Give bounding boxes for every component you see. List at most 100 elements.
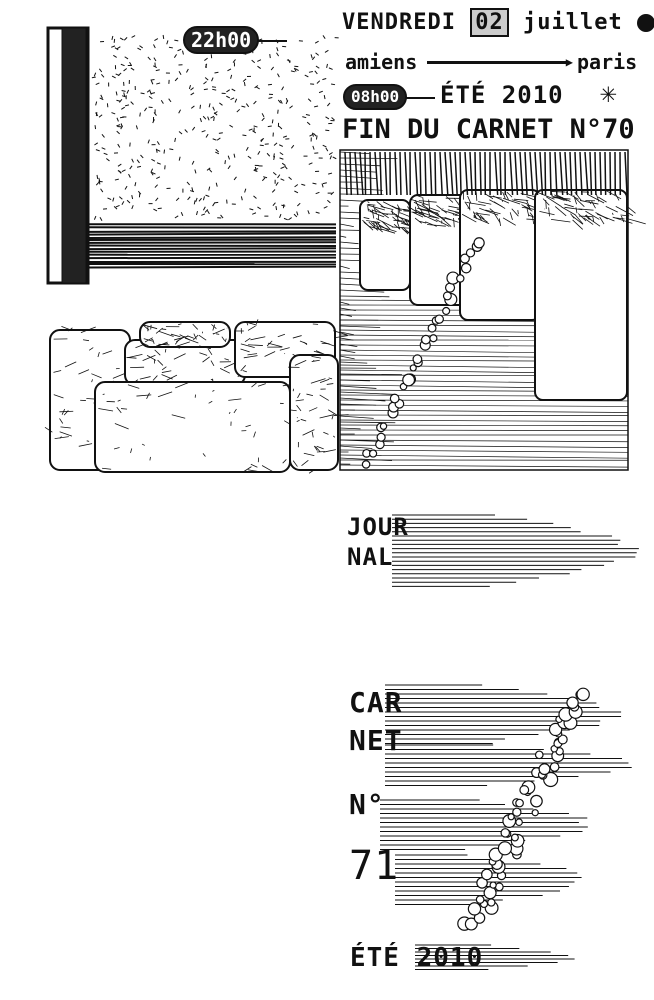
snow-dash [315, 211, 320, 214]
seat-hatch [384, 213, 397, 215]
snow-dash [322, 78, 327, 81]
snow-dash [322, 35, 326, 39]
seat-hatch [210, 378, 214, 381]
snow-dash [313, 132, 317, 137]
seat-hatch [78, 443, 93, 447]
seat-hatch [362, 219, 374, 231]
bubble [361, 460, 371, 469]
seat-hatch [296, 419, 300, 422]
seat-hatch [161, 370, 172, 373]
seat-hatch [139, 376, 151, 380]
seat-hatch [142, 354, 156, 361]
window-ledge-hatch [87, 232, 337, 236]
bubble [442, 306, 451, 316]
window-top-hatch [384, 151, 388, 196]
seat-hatch [212, 324, 216, 331]
seat-hatch [297, 392, 301, 399]
window-ledge-hatch [87, 226, 337, 229]
snow-dash [137, 47, 142, 51]
seat-hatch [529, 212, 533, 217]
seat-hatch [208, 400, 213, 404]
snow-dash [242, 134, 247, 137]
bubble [497, 841, 513, 856]
bubble [530, 794, 543, 808]
seat-hatch [592, 216, 595, 222]
seat-hatch [319, 414, 335, 419]
snow-dash [323, 95, 326, 100]
snow-dash [121, 106, 125, 110]
bubble [576, 687, 590, 702]
seat-hatch [523, 205, 529, 209]
snow-dash [315, 191, 320, 195]
seat-hatch [246, 321, 249, 326]
snow-dash [94, 125, 97, 130]
seat-hatch [240, 348, 250, 353]
snow-dash [304, 74, 309, 78]
snow-dash [279, 157, 284, 160]
seat-hatch [158, 343, 170, 346]
floor-lines [339, 439, 629, 443]
seat-hatch [380, 228, 396, 234]
seat-hatch [282, 459, 287, 464]
seat-hatch [475, 213, 488, 223]
seat-hatch [536, 191, 555, 200]
seat-hatch [228, 411, 231, 415]
window-top-hatch [444, 151, 449, 196]
snow-dash [283, 217, 288, 221]
snow-dash [202, 206, 206, 211]
seat-hatch [80, 326, 96, 334]
snow-dash [100, 94, 103, 99]
seat-hatch [88, 347, 94, 351]
window-top-hatch [589, 151, 593, 196]
snow-dash [205, 194, 210, 197]
snow-dash [261, 113, 265, 118]
seat-hatch [207, 348, 213, 356]
seat-hatch [152, 375, 158, 381]
seat-hatch [192, 334, 199, 341]
snow-dash [128, 173, 131, 178]
time-tag-left: 22h00 [183, 26, 288, 54]
snow-dash [249, 208, 254, 211]
snow-dash [270, 66, 275, 71]
window-top-hatch [364, 151, 367, 196]
snow-dash [254, 166, 257, 171]
seat-hatch [177, 323, 182, 326]
seat-hatch [155, 327, 163, 334]
snow-dash [315, 135, 318, 140]
snow-dash [156, 141, 160, 146]
window-top-hatch [579, 151, 583, 196]
snow-dash [126, 89, 130, 94]
snow-dash [100, 73, 105, 78]
snow-dash [178, 131, 183, 135]
seat-hatch [315, 446, 321, 453]
seat-hatch [626, 205, 636, 214]
snow-dash [116, 130, 120, 135]
snow-dash [195, 197, 198, 202]
floor-lines [339, 429, 629, 431]
window-top-hatch [479, 151, 482, 196]
snow-dash [220, 214, 224, 219]
snow-dash [96, 174, 99, 179]
asterisk-icon: ✳ [600, 76, 618, 109]
snow-dash [315, 65, 320, 69]
window-top-hatch [374, 151, 379, 196]
snow-dash [212, 138, 217, 141]
seat-hatch [513, 198, 529, 201]
window-top-hatch [469, 151, 473, 196]
snow-dash [275, 205, 278, 211]
seat-hatch [250, 336, 266, 341]
snow-dash [100, 188, 104, 193]
window-top-hatch [584, 151, 589, 196]
snow-dash [204, 77, 209, 81]
snow-dash [277, 174, 281, 179]
snow-dash [203, 81, 207, 85]
seat-hatch [502, 217, 516, 226]
snow-dash [247, 155, 252, 159]
snow-dash [248, 128, 253, 131]
seat-hatch [548, 207, 550, 217]
seat-hatch [615, 206, 634, 216]
snow-dash [314, 105, 319, 108]
bubble [467, 902, 482, 916]
seat-hatch [313, 445, 318, 451]
seat-hatch [404, 219, 410, 226]
